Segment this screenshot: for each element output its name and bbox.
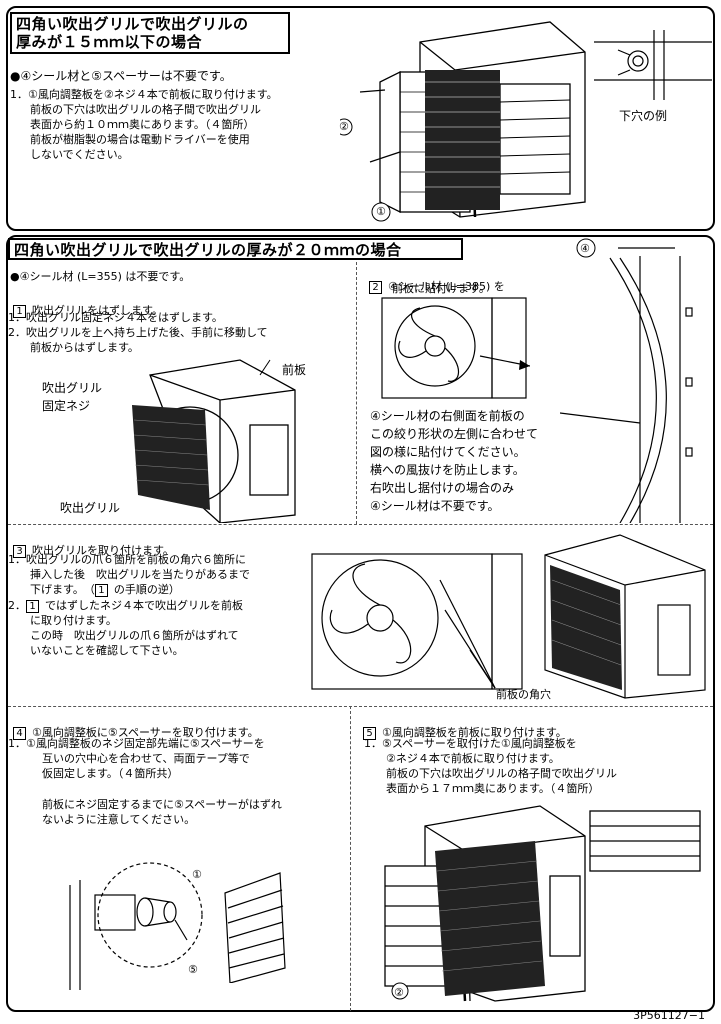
step1-sub1: 1．吹出グリル固定ネジ４本をはずします。 [8, 311, 223, 324]
divider-v2 [350, 706, 351, 1011]
section-15mm-step1-l3: 表面から約１０ｍｍ奥にあります。（４箇所） [30, 118, 255, 131]
callout-2-step5: ② [394, 986, 404, 999]
document-code: 3P561127−1 [633, 1009, 705, 1022]
callout-1-step4: ① [192, 868, 202, 881]
label-square-hole: 前板の角穴 [496, 688, 551, 701]
step2-header: 2 ④シール材 (L=385) を [362, 266, 505, 294]
label-front-panel: 前板 [282, 363, 307, 377]
outdoor-unit-illustration-1 [340, 21, 586, 222]
callout-2: ② [339, 120, 349, 133]
callout-1: ① [376, 205, 386, 218]
step4-1-l3: 仮固定します。（４箇所共） [42, 767, 179, 780]
hole-example-illustration [594, 30, 712, 100]
step5-1-l2: ②ネジ４本で前板に取り付けます。 [386, 752, 560, 765]
label-grill: 吹出グリル [60, 501, 121, 515]
step2-line1: ④シール材 (L=385) を [388, 280, 505, 293]
step3-2-l2: に取り付けます。 [30, 614, 117, 627]
seal-note-l1: ④シール材の右側面を前板の [370, 409, 525, 423]
seal-note-l2: この絞り形状の左側に合わせて [370, 427, 539, 441]
section-15mm-step1-l2: 前板の下穴は吹出グリルの格子間で吹出グリル [30, 103, 261, 116]
seal-note-l3: 図の様に貼付けてください。 [370, 445, 526, 459]
callout-4: ④ [580, 242, 590, 255]
divider-h2 [8, 706, 713, 707]
step3-header: 3 吹出グリルを取り付けます。 [6, 530, 174, 558]
section-20mm-title: 四角い吹出グリルで吹出グリルの厚みが２０ｍｍの場合 [8, 238, 463, 260]
step4-title: ①風向調整板に⑤スペーサーを取り付けます。 [32, 726, 259, 739]
seal-note-l5: 右吹出し据付けの場合のみ [370, 481, 515, 495]
title-line-1: 四角い吹出グリルで吹出グリルの [16, 15, 249, 33]
section-15mm-bullet: ●④シール材と⑤スペーサーは不要です。 [10, 69, 232, 83]
seal-note-l6: ④シール材は不要です。 [370, 499, 500, 513]
fan-unit-seal-illustration [381, 297, 530, 399]
section-15mm-title: 四角い吹出グリルで吹出グリルの 厚みが１５ｍｍ以下の場合 [10, 12, 290, 54]
label-grill-screw-l2: 固定ネジ [42, 399, 91, 413]
label-grill-screw-l1: 吹出グリル [42, 381, 103, 395]
step1-header: 1 吹出グリルをはずします。 [6, 290, 163, 318]
step3-2: 2．1 ではずしたネジ４本で吹出グリルを前板 [8, 599, 243, 613]
fan-square-holes-illustration [311, 553, 523, 690]
seal-note-l4: 横への風抜けを防止します。 [370, 463, 525, 477]
section-15mm-step1-l5: しないでください。 [30, 148, 129, 161]
outdoor-unit-illustration-5 [384, 805, 701, 1002]
step4-header: 4 ①風向調整板に⑤スペーサーを取り付けます。 [6, 712, 259, 740]
step1-title: 吹出グリルをはずします。 [32, 304, 163, 317]
divider-v1 [356, 262, 357, 524]
section-15mm-step1-l4: 前板が樹脂製の場合は電動ドライバーを使用 [30, 133, 250, 146]
step5-1: 1．⑤スペーサーを取付けた①風向調整板を [364, 737, 577, 750]
step4-note-l2: ないように注意してください。 [42, 813, 196, 826]
section-20mm-bullet: ●④シール材 (L=355) は不要です。 [10, 270, 191, 283]
section-15mm-step1: 1．①風向調整板を②ネジ４本で前板に取り付けます。 [10, 88, 278, 101]
section-20mm [6, 235, 715, 1012]
step3-1-l3b: の手順の逆） [113, 583, 180, 596]
step3-2-ref: 1 [26, 599, 39, 613]
step5-title: ①風向調整板を前板に取り付けます。 [382, 726, 567, 739]
step3-1-l2: 挿入した後 吹出グリルを当たりがあるまで [30, 568, 250, 581]
step1-sub2-l2: 前板からはずします。 [30, 341, 139, 354]
step5-number: 5 [363, 726, 376, 740]
spacer-detail-illustration [69, 862, 203, 990]
step4-note-l1: 前板にネジ固定するまでに⑤スペーサーがはずれ [42, 798, 282, 811]
step3-1-ref: 1 [94, 583, 108, 597]
step3-2-l3: この時 吹出グリルの爪６箇所がはずれて [30, 629, 239, 642]
unit-front-illustration [544, 534, 706, 699]
section-15mm [6, 6, 715, 231]
callout-5-step4: ⑤ [188, 963, 198, 976]
wind-deflector-illustration [224, 872, 286, 983]
step3-2-num: 2． [8, 599, 26, 612]
step3-2-l4: いないことを確認して下さい。 [30, 644, 184, 657]
step4-1: 1．①風向調整板のネジ固定部先端に⑤スペーサーを [8, 737, 265, 750]
title-line-2: 厚みが１５ｍｍ以下の場合 [16, 33, 203, 51]
seal-detail-illustration [560, 238, 693, 523]
divider-h1 [8, 524, 713, 525]
step1-number: 1 [13, 304, 26, 318]
step2-number: 2 [369, 280, 382, 294]
step2-line2: 前板に貼付けます。 [392, 282, 490, 295]
step5-header: 5 ①風向調整板を前板に取り付けます。 [356, 712, 567, 740]
step5-1-l3: 前板の下穴は吹出グリルの格子間で吹出グリル [386, 767, 617, 780]
step3-1-l3a: 下げます。 （ [30, 583, 95, 596]
step4-1-l2: 互いの穴中心を合わせて、両面テープ等で [42, 752, 250, 765]
step5-1-l4: 表面から１７ｍｍ奥にあります。（４箇所） [386, 782, 600, 795]
step4-number: 4 [13, 726, 26, 740]
step3-1: 1．吹出グリルの爪６箇所を前板の角穴６箇所に [8, 553, 246, 566]
step1-sub2: 2．吹出グリルを上へ持ち上げた後、手前に移動して [8, 326, 268, 339]
step3-1-l3: 下げます。 （1 の手順の逆） [30, 583, 180, 597]
grill-removal-illustration [132, 359, 296, 523]
step3-number: 3 [13, 544, 26, 558]
step3-2-a: ではずしたネジ４本で吹出グリルを前板 [45, 599, 243, 612]
label-hole-example: 下穴の例 [619, 109, 668, 123]
step3-title: 吹出グリルを取り付けます。 [32, 544, 174, 557]
